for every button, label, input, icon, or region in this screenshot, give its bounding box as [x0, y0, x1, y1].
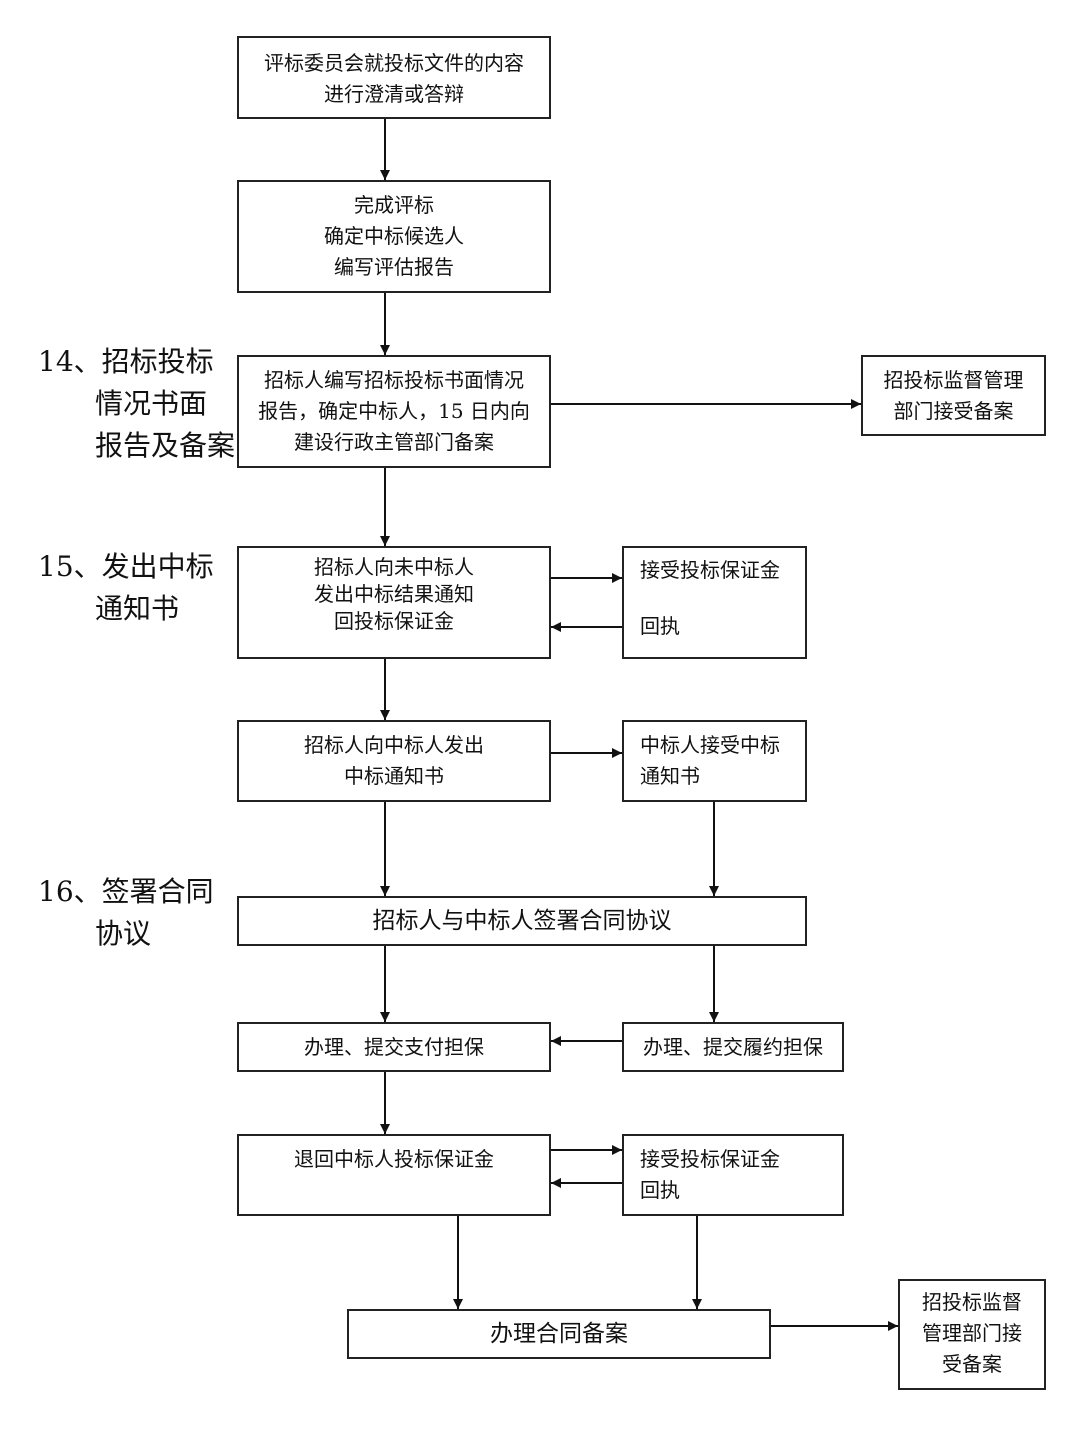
receive-deposit-box-2: 接受投标保证金 回执: [622, 1134, 844, 1216]
written-report-box: 招标人编写招标投标书面情况 报告，确定中标人，15 日内向 建设行政主管部门备案: [237, 355, 551, 468]
accept-notice-box: 中标人接受中标 通知书: [622, 720, 807, 802]
step-14-label: 14、招标投标 情况书面 报告及备案: [38, 345, 236, 462]
sign-contract-box: 招标人与中标人签署合同协议: [237, 896, 807, 946]
clarify-box: 评标委员会就投标文件的内容 进行澄清或答辩: [237, 36, 551, 119]
notify-losers-box: 招标人向未中标人 发出中标结果通知 回投标保证金: [237, 546, 551, 659]
payment-guarantee-box: 办理、提交支付担保: [237, 1022, 551, 1072]
supervision-record-box-2: 招投标监督 管理部门接 受备案: [898, 1279, 1046, 1390]
issue-notice-box: 招标人向中标人发出 中标通知书: [237, 720, 551, 802]
supervision-record-box: 招投标监督管理 部门接受备案: [861, 355, 1046, 436]
performance-guarantee-box: 办理、提交履约担保: [622, 1022, 844, 1072]
contract-filing-box: 办理合同备案: [347, 1309, 771, 1359]
step-15-label: 15、发出中标 通知书: [38, 550, 214, 625]
return-deposit-box: 退回中标人投标保证金: [237, 1134, 551, 1216]
receive-deposit-box: 接受投标保证金 回执: [622, 546, 807, 659]
complete-evaluation-box: 完成评标 确定中标候选人 编写评估报告: [237, 180, 551, 293]
step-16-label: 16、签署合同 协议: [38, 875, 214, 950]
